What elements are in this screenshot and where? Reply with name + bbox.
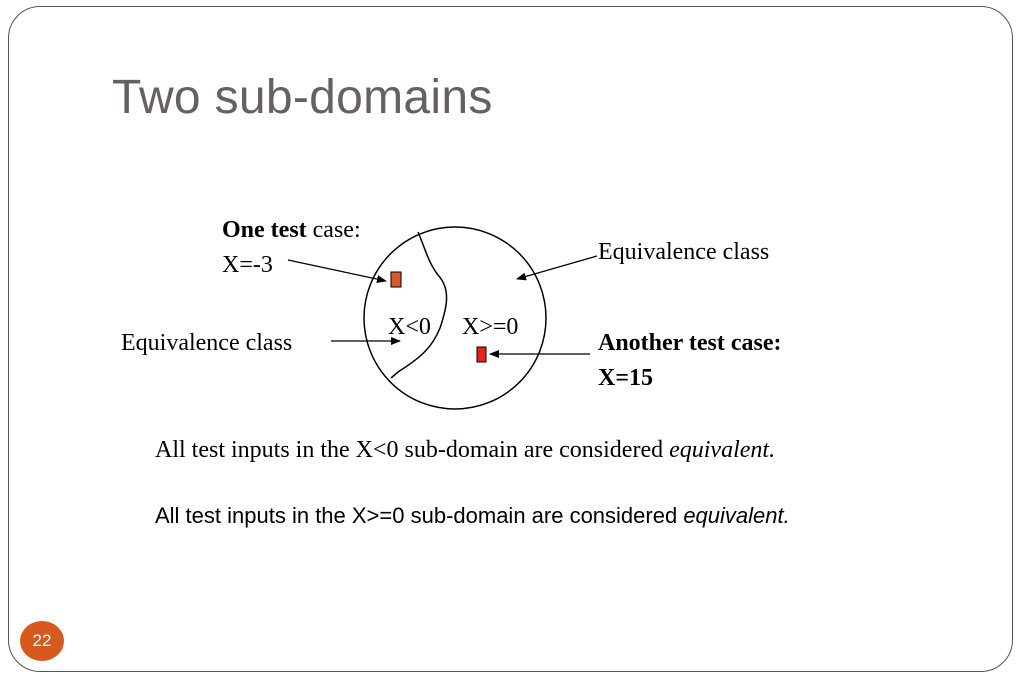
- note-line-2-emphasis: equivalent.: [683, 503, 790, 528]
- test-case-1-bold: One test: [222, 217, 307, 243]
- arrow-equivalence-class-right: [516, 255, 598, 281]
- test-case-2-line1: Another test case:: [598, 330, 782, 356]
- region-left-label: X<0: [388, 314, 431, 340]
- arrow-test-case-1: [287, 259, 387, 284]
- test-case-1-marker: [390, 271, 402, 288]
- region-right-label: X>=0: [462, 314, 519, 340]
- note-line-2-text: All test inputs in the X>=0 sub-domain a…: [155, 503, 684, 528]
- equivalence-class-right-label: Equivalence class: [598, 239, 770, 265]
- note-line-2: All test inputs in the X>=0 sub-domain a…: [155, 503, 790, 529]
- input-domain-circle: [363, 226, 547, 410]
- slide-title: Two sub-domains: [112, 71, 493, 124]
- note-line-1-text: All test inputs in the X<0 sub-domain ar…: [155, 437, 670, 463]
- test-case-1-rest: case:: [306, 217, 361, 243]
- slide-frame: [8, 6, 1013, 672]
- test-case-2-marker: [476, 346, 487, 363]
- equivalence-class-left-label: Equivalence class: [121, 330, 293, 356]
- note-line-1: All test inputs in the X<0 sub-domain ar…: [155, 436, 775, 464]
- note-line-1-emphasis: equivalent.: [669, 437, 776, 463]
- sub-domain-boundary: [390, 231, 448, 379]
- slide-number-badge: 22: [20, 621, 64, 661]
- test-case-1-label: One test case:: [222, 216, 361, 244]
- test-case-2-line2: X=15: [598, 365, 654, 391]
- test-case-1-value: X=-3: [222, 252, 273, 278]
